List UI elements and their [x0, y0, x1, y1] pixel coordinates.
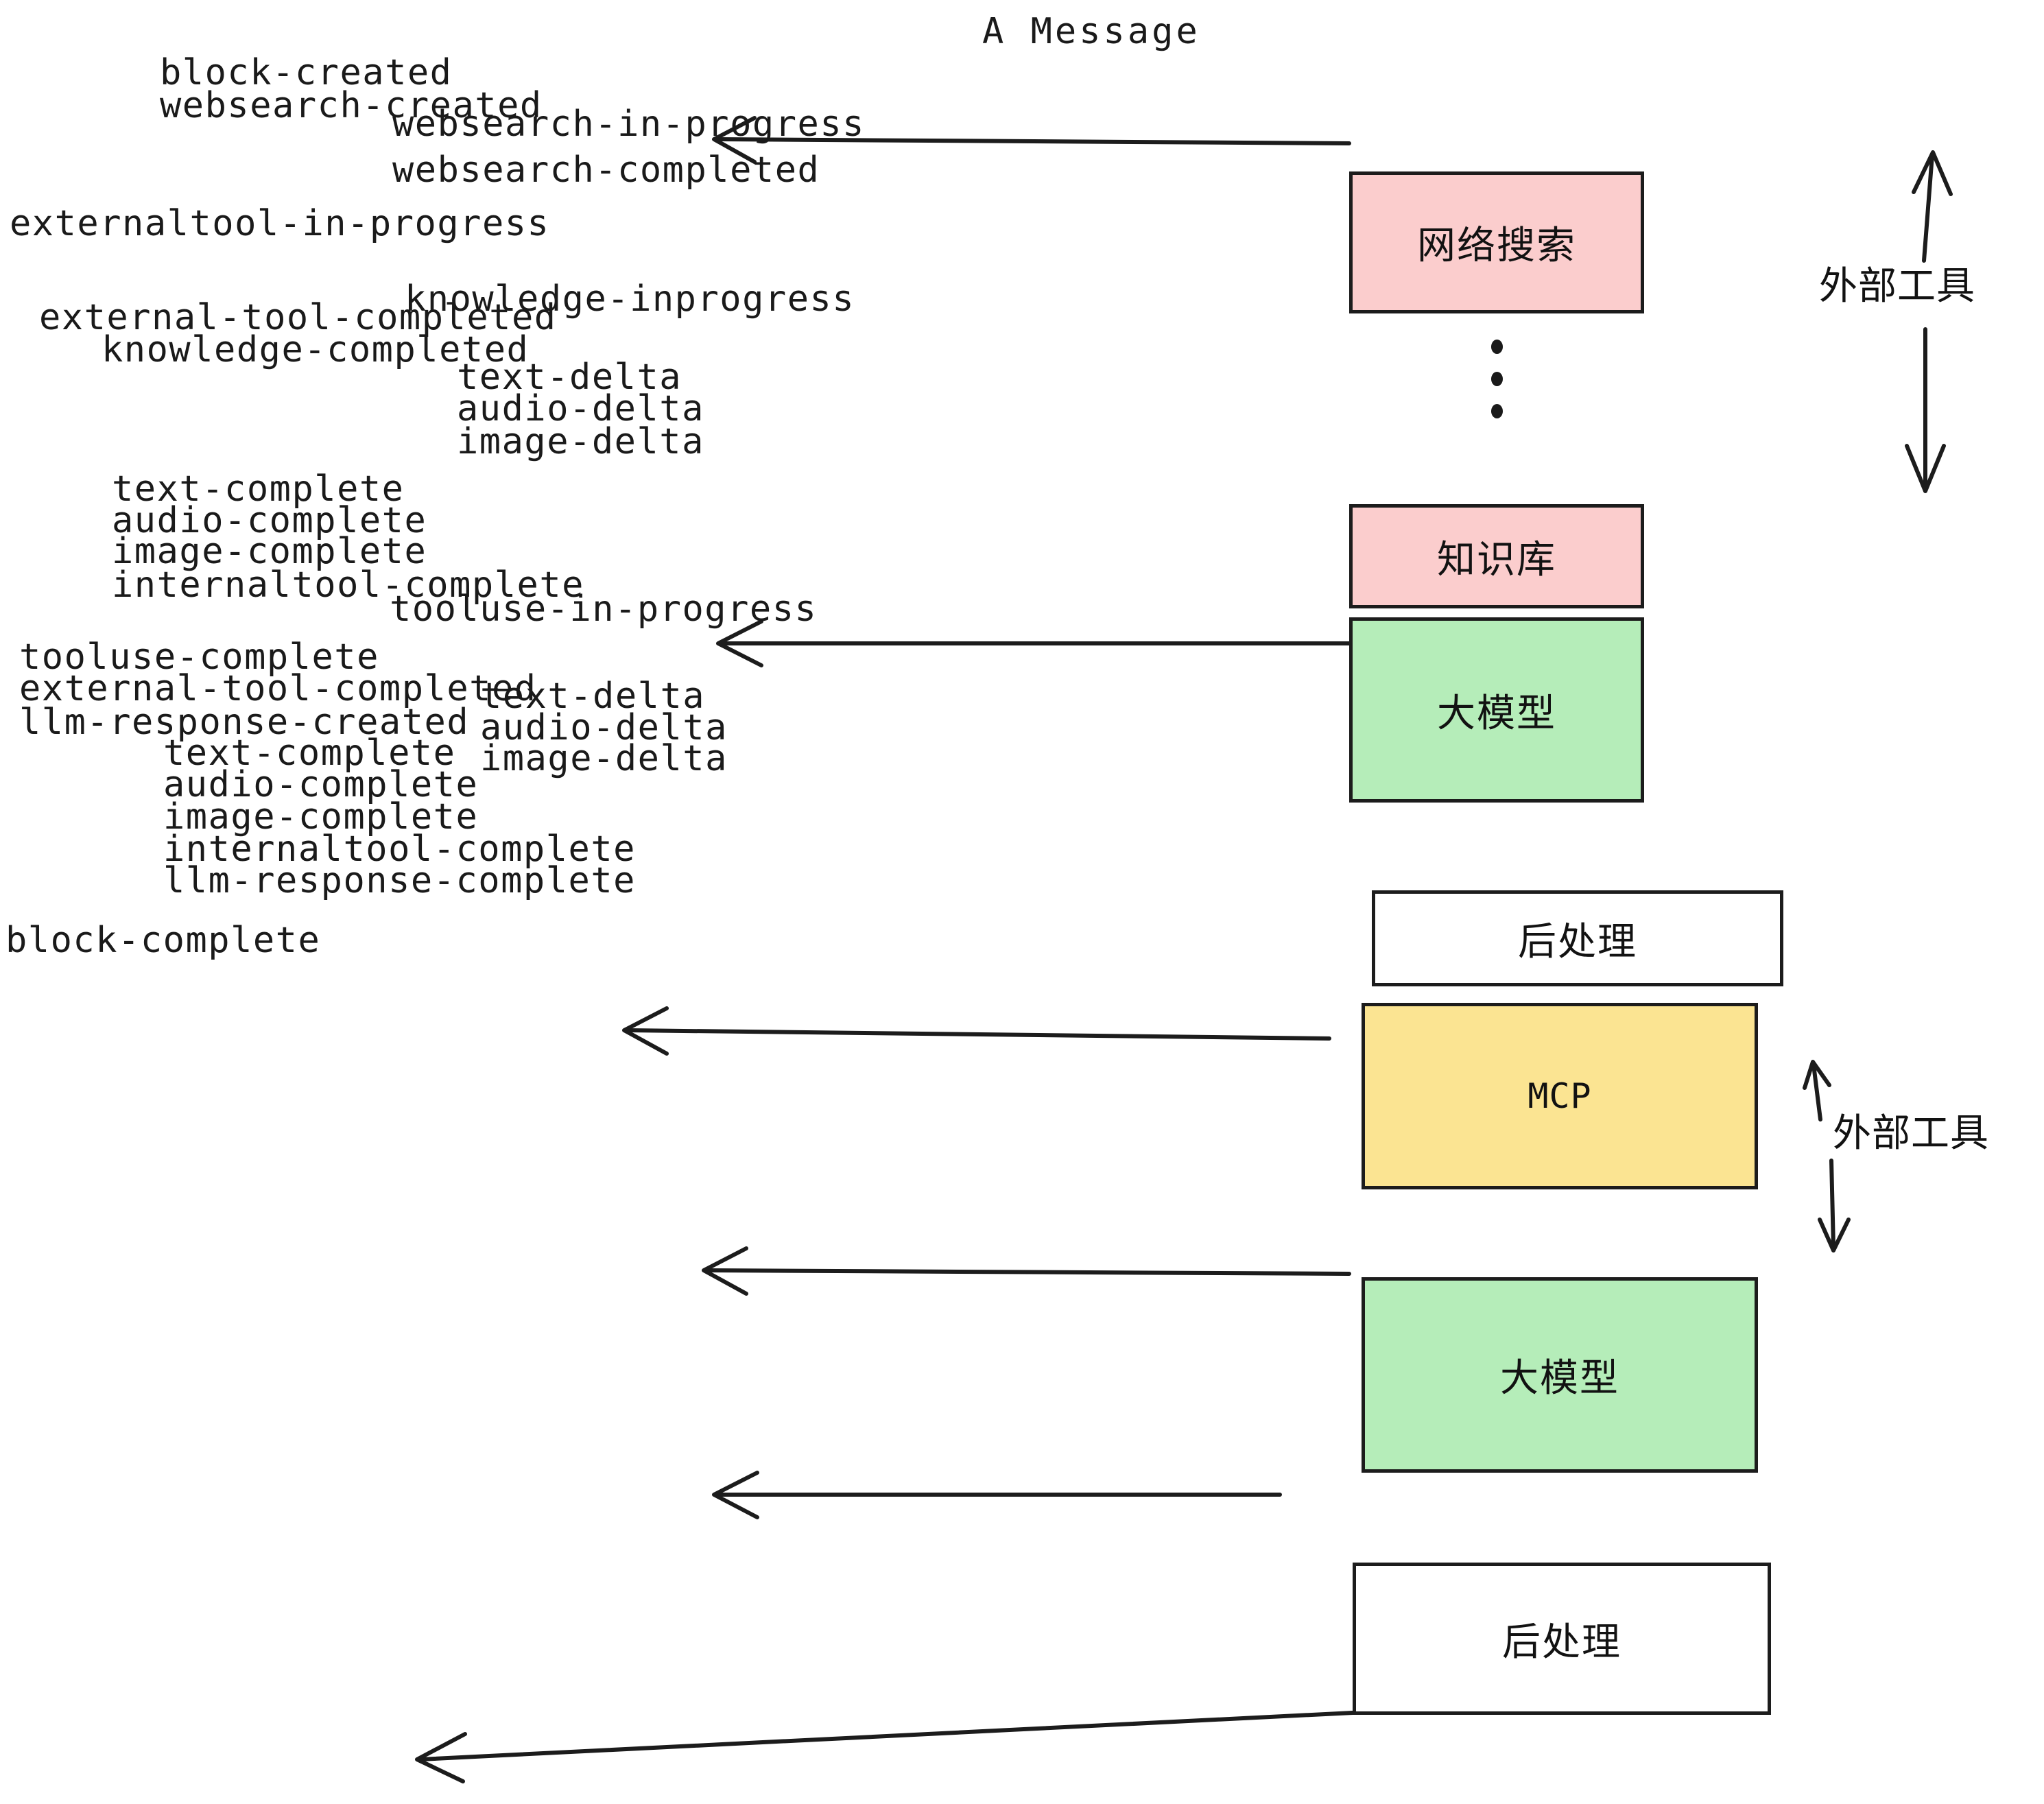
event-tooluse-in-progress: tooluse-in-progress — [390, 589, 818, 630]
dot-3 — [1490, 404, 1503, 418]
node-knowledge[interactable]: 知识库 — [1349, 504, 1644, 608]
node-postprocess-2[interactable]: 后处理 — [1353, 1563, 1771, 1715]
event-audio-delta-1: audio-delta — [457, 388, 704, 429]
event-websearch-completed: websearch-completed — [392, 150, 820, 191]
event-text-complete-2: text-complete — [163, 733, 456, 774]
event-image-delta-1: image-delta — [457, 421, 704, 462]
event-websearch-created: websearch-created — [160, 85, 543, 126]
event-knowledge-completed: knowledge-completed — [102, 329, 530, 370]
event-internaltool-complete-1: internaltool-complete — [112, 565, 584, 606]
label-external-tools-top: 外部工具 — [1819, 264, 1975, 309]
event-image-complete-2: image-complete — [163, 796, 479, 838]
event-audio-complete-2: audio-complete — [163, 764, 479, 805]
event-websearch-in-progress: websearch-in-progress — [392, 104, 865, 145]
arrow-llm2-to-audio-complete — [712, 1471, 1282, 1519]
label-external-tools-bottom: 外部工具 — [1833, 1111, 1989, 1156]
external-tools-arrow-bottom — [1803, 1060, 1851, 1253]
event-llm-response-created: llm-response-created — [19, 702, 470, 743]
event-text-delta-2: text-delta — [480, 676, 706, 717]
node-postprocess-1[interactable]: 后处理 — [1372, 890, 1783, 986]
event-text-complete-1: text-complete — [112, 468, 405, 510]
event-audio-complete-1: audio-complete — [112, 500, 427, 541]
event-tooluse-complete: tooluse-complete — [19, 637, 379, 678]
event-image-complete-1: image-complete — [112, 531, 427, 572]
event-knowledge-inprogress: knowledge-inprogress — [405, 278, 855, 320]
external-tools-arrow-top — [1905, 150, 1953, 493]
arrow-postprocess2-to-block-complete — [415, 1711, 1355, 1783]
event-block-complete: block-complete — [5, 920, 321, 961]
event-externaltool-in-progress: externaltool-in-progress — [10, 203, 550, 244]
page-title: A Message — [982, 11, 1200, 52]
event-external-tool-completed-2: external-tool-completed — [19, 668, 537, 709]
dot-2 — [1490, 372, 1503, 386]
dot-1 — [1490, 340, 1503, 354]
event-external-tool-completed-1: external-tool-completed — [39, 297, 557, 338]
event-internaltool-complete-2: internaltool-complete — [163, 829, 636, 870]
arrow-mcp-to-tooluse-complete — [702, 1246, 1351, 1296]
node-websearch[interactable]: 网络搜索 — [1349, 171, 1644, 313]
event-block-created: block-created — [160, 52, 453, 93]
node-mcp[interactable]: MCP — [1362, 1003, 1758, 1189]
arrow-postprocess1-to-image-complete — [622, 1006, 1331, 1056]
event-image-delta-2: image-delta — [480, 738, 728, 779]
event-audio-delta-2: audio-delta — [480, 707, 728, 748]
node-llm-1[interactable]: 大模型 — [1349, 617, 1644, 803]
event-llm-response-complete: llm-response-complete — [163, 860, 636, 901]
ellipsis-dots — [1490, 340, 1504, 418]
event-text-delta-1: text-delta — [457, 357, 682, 398]
node-llm-2[interactable]: 大模型 — [1362, 1277, 1758, 1473]
